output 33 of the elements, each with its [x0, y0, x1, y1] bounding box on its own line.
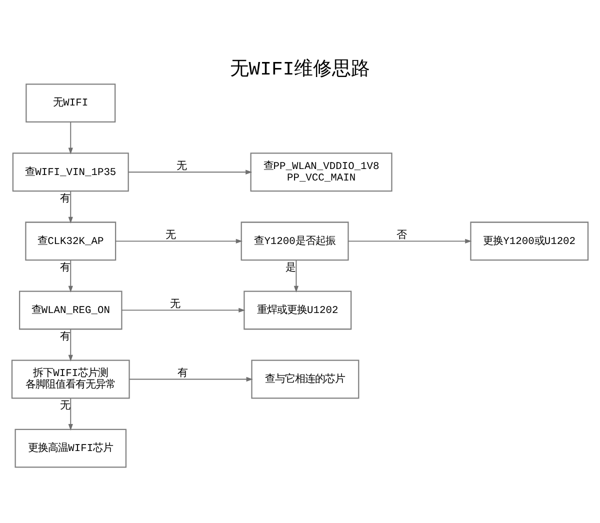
arrow: [348, 238, 472, 244]
arrow: [129, 376, 253, 382]
edge-label: 有: [60, 193, 70, 206]
arrow: [68, 398, 73, 431]
edge-label: 无: [60, 400, 70, 412]
edge-label: 有: [60, 262, 70, 274]
node-box: 查与它相连的芯片: [251, 360, 360, 399]
node-box: 查Y1200是否起振: [240, 222, 349, 261]
node-box: 查PP_WLAN_VDDIO_1V8 PP_VCC_MAIN: [250, 152, 392, 192]
arrow: [294, 260, 299, 292]
arrow: [68, 260, 73, 292]
edge-label: 否: [396, 230, 406, 242]
node-box: 重焊或更换U1202: [244, 290, 352, 330]
node-box: 拆下WIFI芯片测各脚阻值看有无异常: [11, 360, 130, 399]
edge-label: 无: [165, 230, 176, 242]
node-box: 无WIFI: [26, 84, 116, 123]
diagram-title: 无WIFI维修思路: [230, 58, 370, 81]
arrow: [68, 328, 73, 362]
arrow: [68, 190, 73, 224]
edge-label: 无: [170, 299, 180, 312]
node-box: 查CLK32K_AP: [25, 222, 116, 261]
node-box: 更换Y1200或U1202: [470, 222, 589, 261]
edge-label: 有: [177, 368, 188, 380]
node-box: 查WIFI_VIN_1P35: [12, 152, 129, 192]
node-box: 查WLAN_REG_ON: [19, 290, 122, 330]
edge-label: 是: [286, 262, 296, 274]
edge-label: 无: [176, 161, 187, 174]
arrow: [68, 122, 73, 154]
node-box: 更换高温WIFI芯片: [14, 428, 127, 468]
edge-label: 有: [60, 331, 70, 344]
arrow: [115, 238, 243, 244]
arrow: [121, 308, 246, 313]
arrow: [128, 170, 252, 174]
